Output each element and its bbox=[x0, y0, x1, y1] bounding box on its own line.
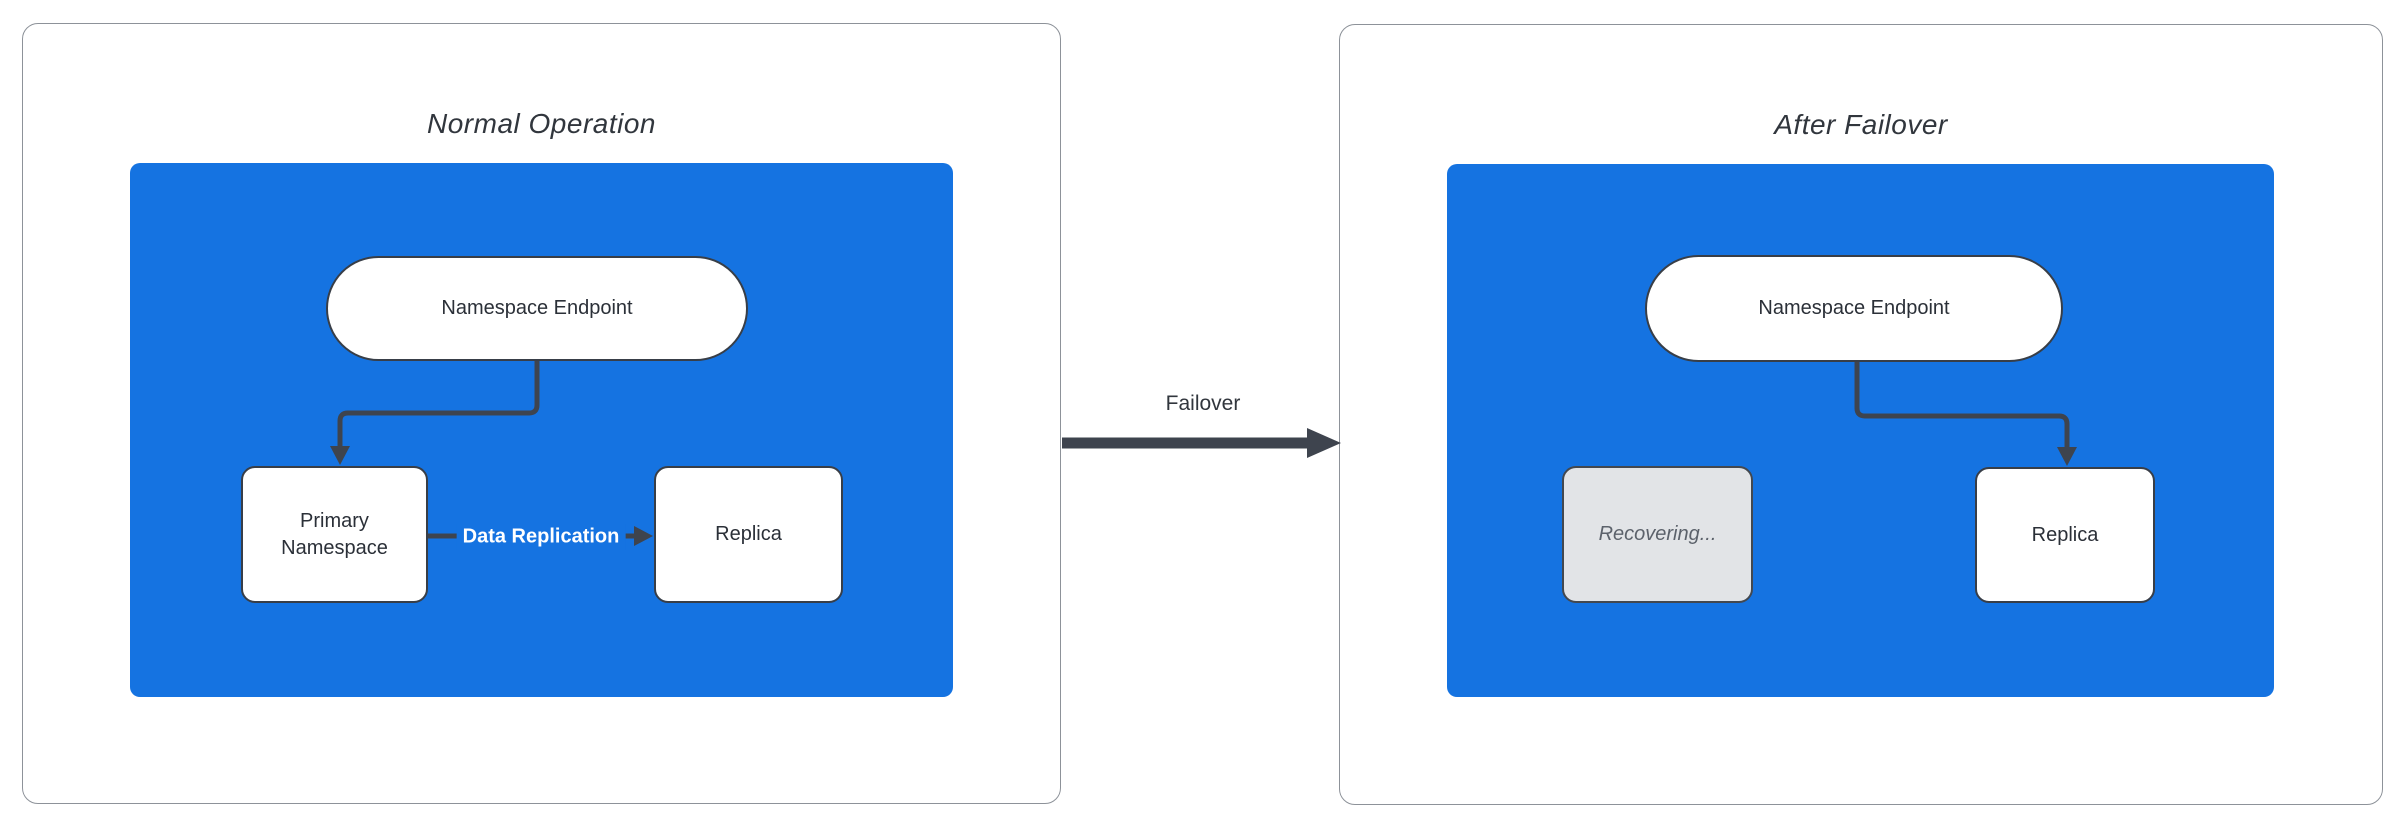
primary-namespace-label: Primary Namespace bbox=[281, 509, 388, 559]
node-recovering: Recovering... bbox=[1562, 466, 1753, 603]
normal-operation-title: Normal Operation bbox=[427, 108, 656, 139]
node-namespace-endpoint-normal: Namespace Endpoint bbox=[326, 256, 748, 361]
node-primary-namespace: Primary Namespace bbox=[241, 466, 428, 603]
recovering-label: Recovering... bbox=[1598, 523, 1717, 545]
normal-namespace-container bbox=[130, 163, 953, 697]
node-replica-failover: Replica bbox=[1975, 467, 2155, 603]
node-replica-normal: Replica bbox=[654, 466, 843, 603]
failover-label: Failover bbox=[1157, 392, 1249, 416]
failover-namespace-container bbox=[1447, 164, 2274, 697]
after-failover-title: After Failover bbox=[1774, 109, 1948, 140]
replica-label: Replica bbox=[2031, 523, 2099, 546]
data-replication-label: Data Replication bbox=[456, 523, 626, 551]
node-namespace-endpoint-failover: Namespace Endpoint bbox=[1645, 255, 2063, 362]
replica-label: Replica bbox=[715, 523, 782, 545]
namespace-endpoint-label: Namespace Endpoint bbox=[441, 297, 633, 319]
arrowhead-failover bbox=[1307, 428, 1341, 458]
namespace-endpoint-label: Namespace Endpoint bbox=[1758, 297, 1950, 319]
